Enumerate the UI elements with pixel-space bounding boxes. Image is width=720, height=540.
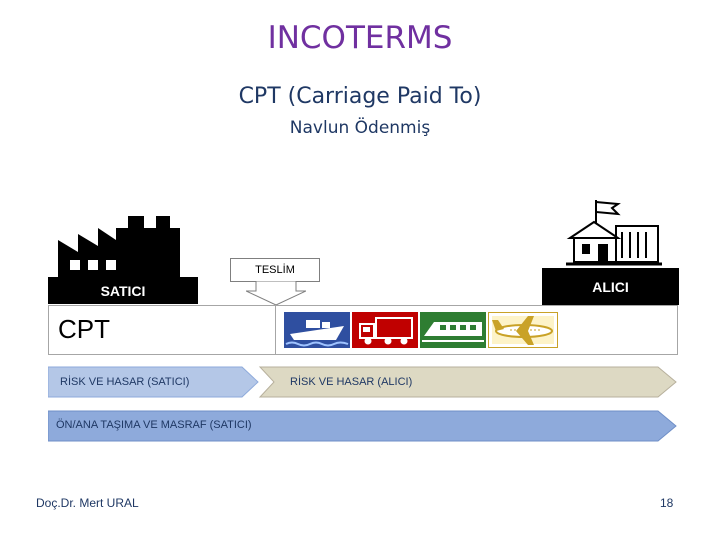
ship-icon	[284, 312, 350, 348]
page-subtitle: CPT (Carriage Paid To)	[238, 84, 482, 109]
warehouse-icon	[566, 200, 662, 266]
page-title: INCOTERMS	[267, 20, 453, 56]
buyer-label: ALICI	[542, 268, 679, 305]
page-number: 18	[660, 496, 674, 510]
delivery-label: TESLİM	[230, 258, 320, 282]
seller-label: SATICI	[48, 277, 198, 304]
carriage-cost-label: ÖN/ANA TAŞIMA VE MASRAF (SATICI)	[56, 419, 252, 431]
seller-risk-arrow	[48, 366, 259, 398]
truck-icon	[352, 312, 418, 348]
footer-author: Doç.Dr. Mert URAL	[36, 496, 139, 510]
delivery-arrow-icon	[246, 281, 306, 305]
page-subtitle-translation: Navlun Ödenmiş	[289, 118, 431, 138]
carriage-cost-arrow	[48, 410, 677, 442]
buyer-risk-arrow	[258, 366, 677, 398]
seller-risk-label: RİSK VE HASAR (SATICI)	[60, 376, 190, 388]
factory-icon	[58, 216, 180, 280]
buyer-risk-label: RİSK VE HASAR (ALICI)	[290, 376, 413, 388]
term-label: CPT	[58, 314, 110, 344]
train-icon	[420, 312, 486, 348]
airplane-icon	[488, 312, 558, 348]
cpt-band-seller-section	[48, 305, 276, 355]
risk-arrows	[48, 366, 677, 442]
